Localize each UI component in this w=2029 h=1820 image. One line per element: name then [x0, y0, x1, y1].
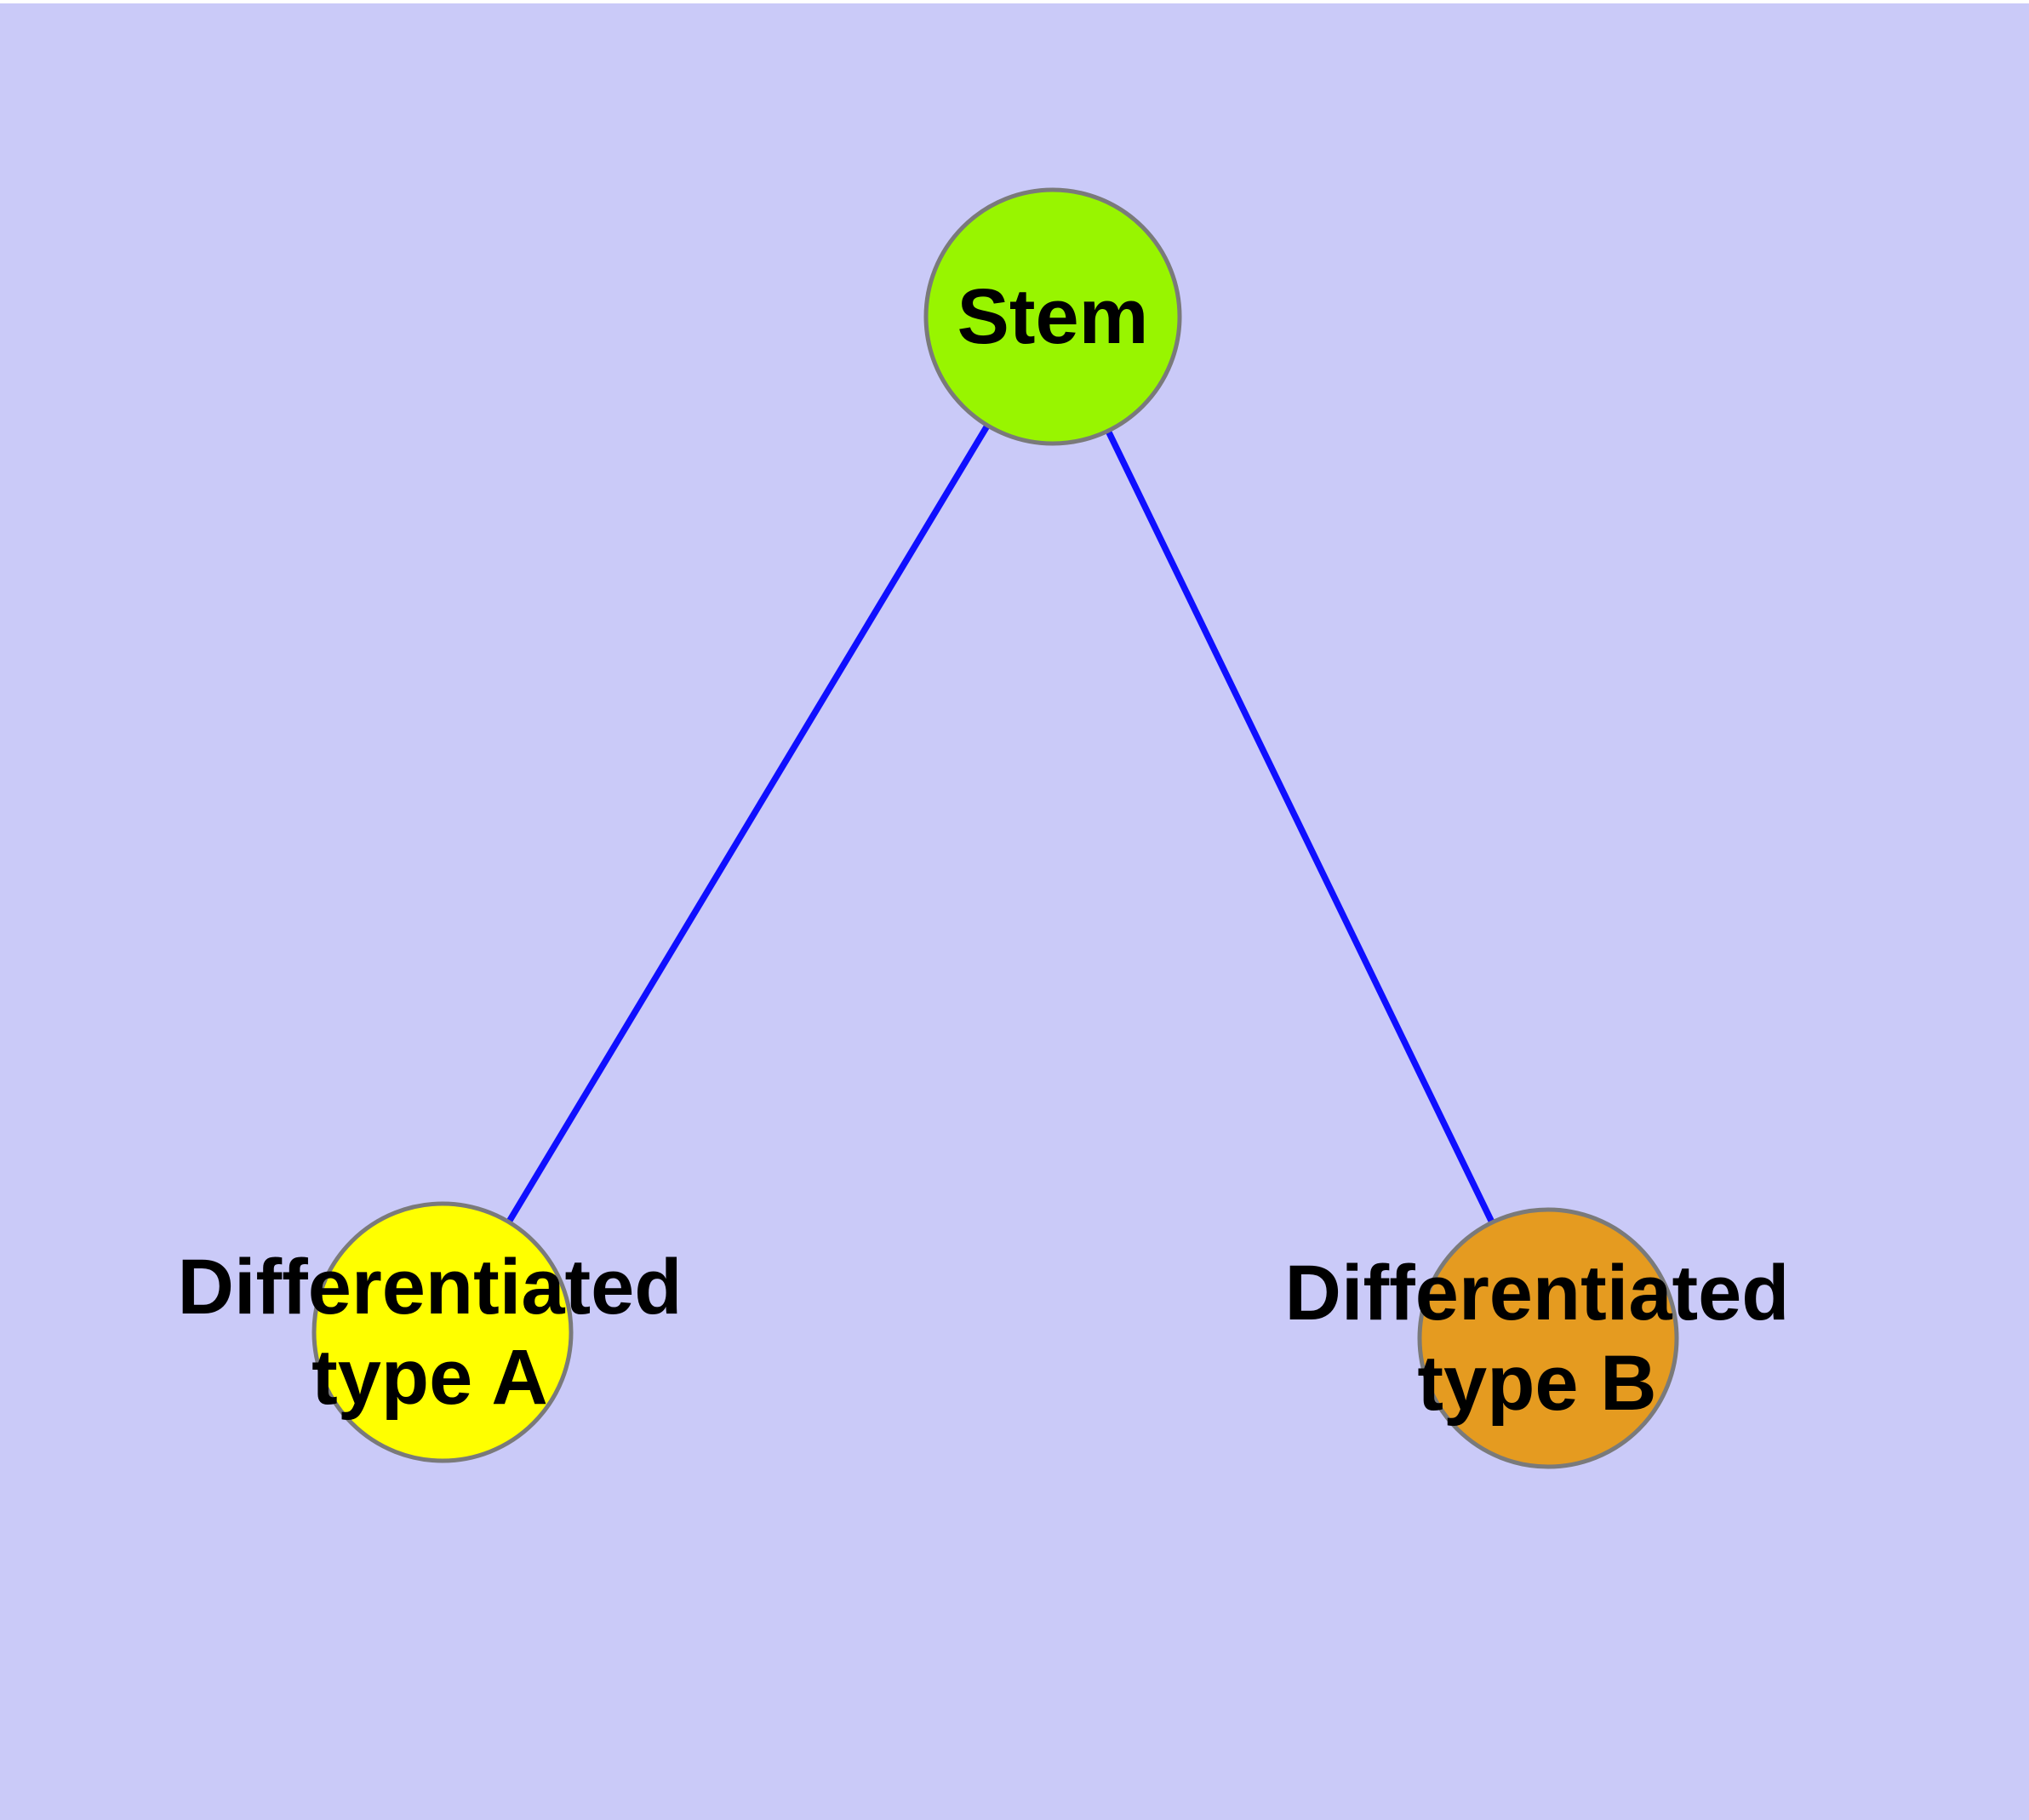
edge-stem-to-type-a	[439, 315, 1056, 1334]
node-stem-circle	[923, 187, 1182, 446]
node-type-b-circle	[1417, 1207, 1679, 1469]
top-margin	[0, 0, 2029, 3]
node-type-a-circle	[311, 1201, 574, 1463]
edge-stem-to-type-b	[1049, 315, 1552, 1340]
